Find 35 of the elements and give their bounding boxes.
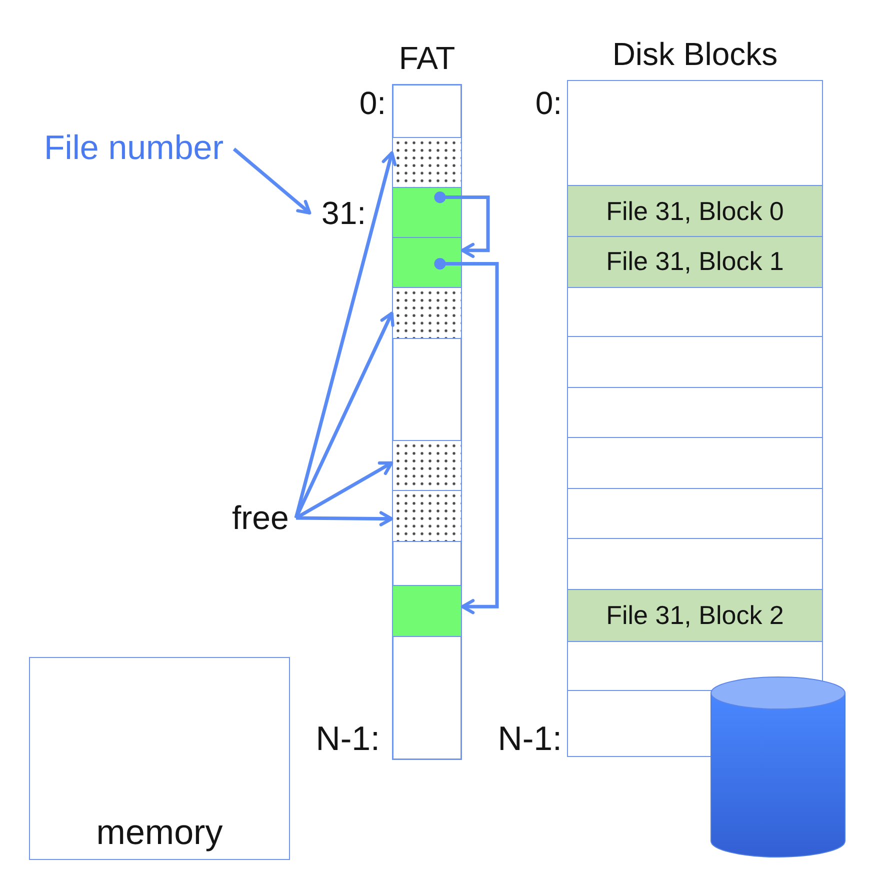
arrow [294, 312, 394, 519]
annotation-label: File number [44, 128, 234, 170]
column-heading: Disk Blocks [612, 36, 778, 72]
index-label: 0: [358, 84, 386, 124]
arrow [432, 256, 499, 614]
block-row: File 31, Block 2 [567, 589, 823, 642]
index-label: 31: [310, 194, 366, 234]
dotted-entry [392, 490, 462, 542]
memory-box: memory [29, 657, 290, 860]
filled-entry [392, 187, 462, 238]
annotation-label: free [232, 498, 296, 538]
arrow [232, 148, 312, 215]
index-label: N-1: [496, 720, 562, 760]
column-heading: FAT [398, 40, 456, 76]
block-row: File 31, Block 1 [567, 236, 823, 288]
block-row [567, 488, 823, 540]
filled-entry [392, 585, 462, 636]
block-row [567, 80, 823, 186]
filled-entry [392, 237, 462, 288]
arrow [432, 190, 490, 258]
index-label: 0: [534, 84, 562, 124]
dotted-entry [392, 287, 462, 338]
block-row [567, 336, 823, 388]
index-label: N-1: [314, 720, 380, 760]
arrow [296, 511, 394, 526]
block-row: File 31, Block 0 [567, 185, 823, 238]
dotted-entry [392, 440, 462, 492]
block-row [567, 437, 823, 490]
block-row [567, 690, 712, 757]
dotted-entry [392, 137, 462, 188]
disk-cylinder [710, 676, 846, 858]
block-row [567, 538, 823, 590]
arrow [294, 151, 397, 518]
block-row [567, 286, 823, 338]
block-row [567, 387, 823, 438]
